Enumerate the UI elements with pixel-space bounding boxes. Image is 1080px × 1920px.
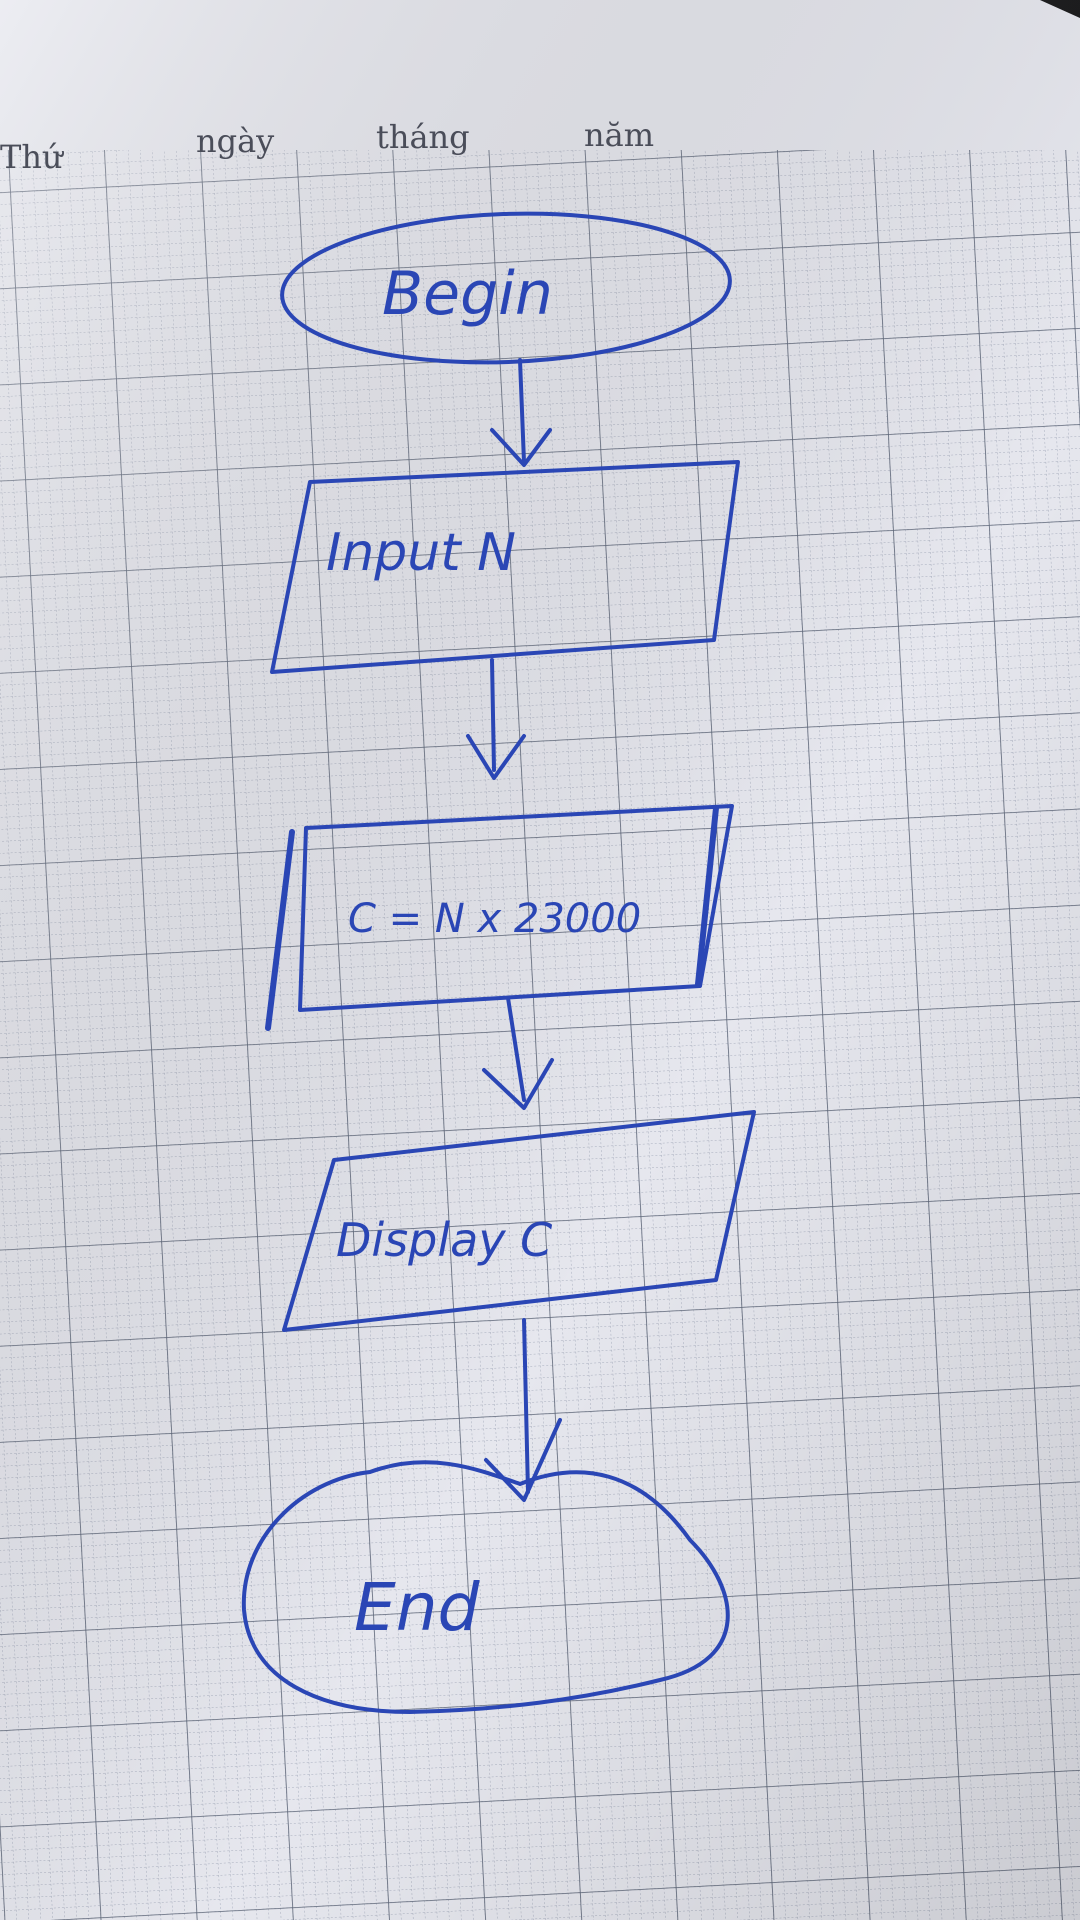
arrow-process-to-display: [482, 996, 554, 1110]
month-label: tháng: [376, 118, 470, 156]
arrow-display-to-end: [484, 1318, 562, 1502]
display-parallelogram: [282, 1110, 756, 1332]
year-label: năm: [584, 116, 654, 154]
display-label: Display C: [336, 1213, 552, 1267]
end-terminator: [241, 1460, 730, 1714]
input-parallelogram: [270, 460, 740, 674]
arrow-input-to-process: [466, 658, 526, 780]
begin-terminator: [280, 211, 732, 365]
end-label: End: [354, 1569, 481, 1646]
weekday-label: Thứ: [0, 138, 65, 176]
begin-label: Begin: [382, 259, 553, 329]
arrow-begin-to-input: [490, 358, 552, 467]
day-label: ngày: [196, 122, 274, 160]
input-label: Input N: [326, 523, 516, 583]
date-header: Thứ ngày tháng năm: [0, 116, 654, 176]
process-label: C = N x 23000: [348, 896, 641, 942]
process-side-left: [265, 829, 295, 1031]
process-side-right: [695, 805, 719, 987]
flowchart: Begin Input N C = N x 23000 Display C: [241, 211, 756, 1714]
